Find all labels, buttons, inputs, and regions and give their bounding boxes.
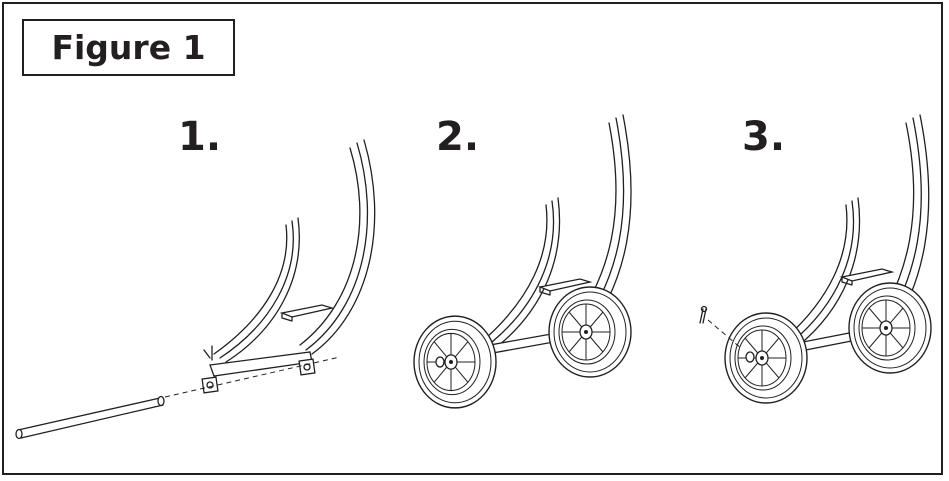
step-3-illustration bbox=[699, 114, 932, 404]
step-1-illustration bbox=[15, 139, 376, 440]
step-3-number: 3. bbox=[742, 114, 786, 160]
step-2-illustration bbox=[413, 114, 632, 409]
step-2-number: 2. bbox=[436, 114, 480, 160]
step-1-number: 1. bbox=[178, 114, 222, 160]
figure-title: Figure 1 bbox=[22, 19, 235, 76]
